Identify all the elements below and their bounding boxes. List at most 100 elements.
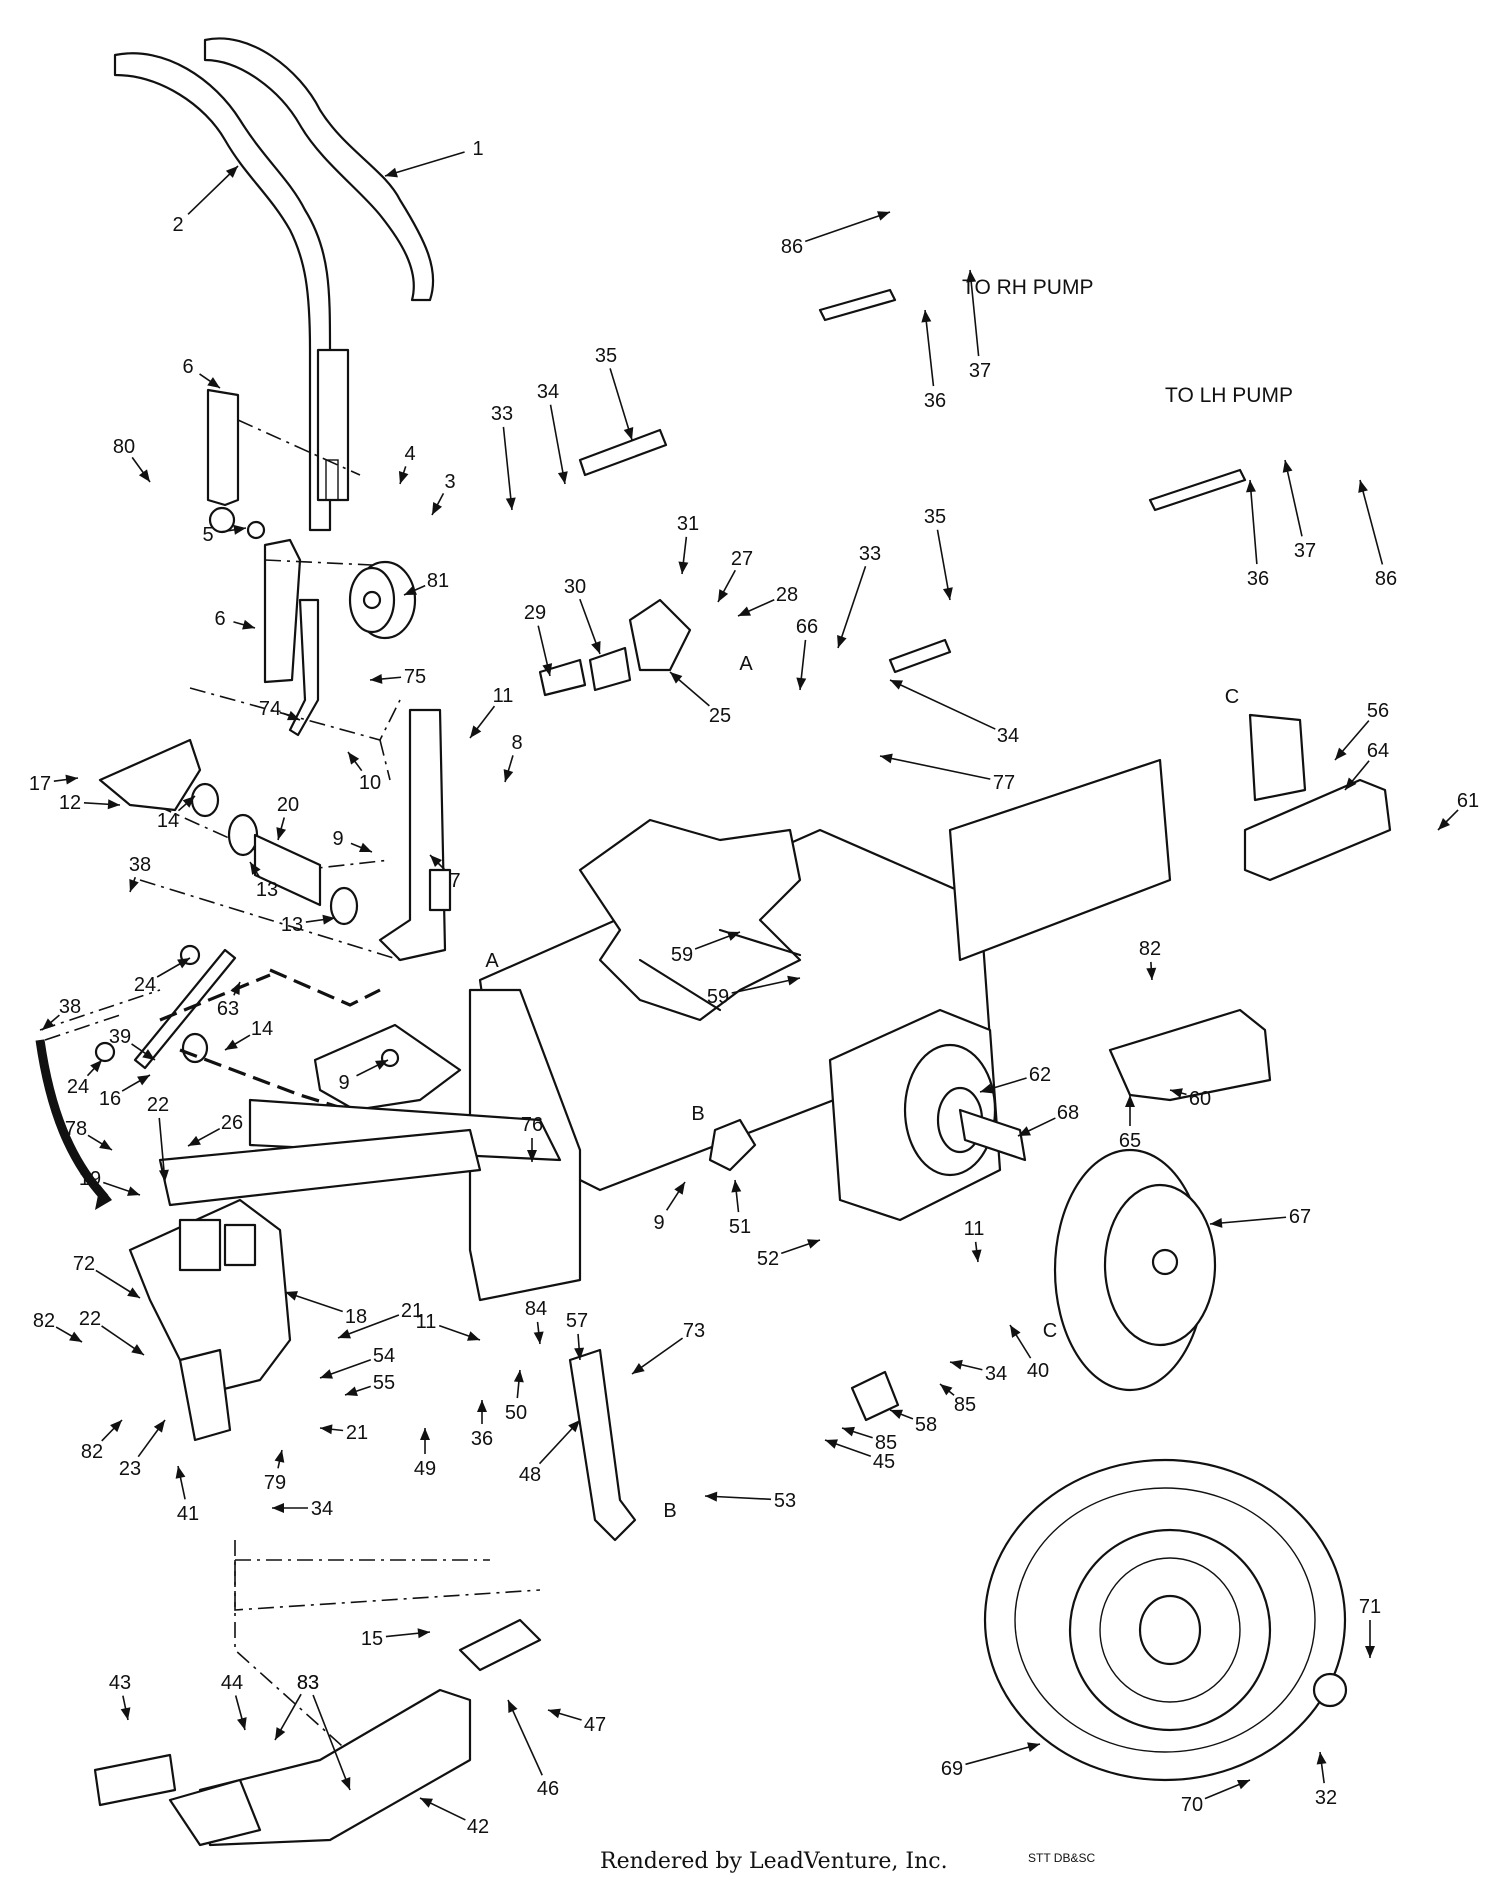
- leader-arrowhead: [1027, 1742, 1040, 1752]
- leader-arrowhead: [175, 1466, 186, 1479]
- leader-arrowhead: [940, 1384, 953, 1396]
- callout-number: 11: [416, 1311, 437, 1333]
- leader-line: [384, 151, 465, 177]
- callout-number: 27: [731, 548, 753, 570]
- callout-number: 73: [683, 1320, 705, 1342]
- callout-40: 40: [1009, 1324, 1049, 1382]
- leader-arrowhead: [188, 1135, 201, 1146]
- leader-line: [879, 755, 991, 780]
- callout-55: 55: [344, 1372, 395, 1396]
- leader-line: [312, 1694, 351, 1791]
- leader-line: [804, 211, 891, 243]
- leader-arrowhead: [340, 1777, 351, 1790]
- leader-arrowhead: [796, 677, 807, 690]
- leader-line: [549, 404, 566, 485]
- callout-number: 22: [147, 1094, 169, 1116]
- leader-arrowhead: [320, 1369, 333, 1379]
- callout-number: 39: [109, 1026, 131, 1048]
- leader-arrowhead: [568, 1420, 580, 1433]
- callout-number: 25: [709, 705, 731, 727]
- callout-number: 34: [537, 381, 559, 403]
- brake-plate-51-icon: [708, 1118, 757, 1172]
- leader-arrowhead: [1237, 1779, 1250, 1790]
- tube-20-icon: [253, 833, 322, 907]
- callout-number: 17: [29, 773, 51, 795]
- callout-63: 63: [217, 981, 241, 1020]
- callout-number: 18: [345, 1306, 367, 1328]
- callout-number: 9: [332, 828, 343, 850]
- illustration: [35, 37, 1392, 1847]
- right-frame-plate-icon: [948, 758, 1172, 962]
- callout-14: 14: [157, 795, 196, 832]
- leader-arrowhead: [237, 1717, 247, 1730]
- callout-57: 57: [566, 1310, 588, 1361]
- callout-9: 9: [653, 1181, 686, 1234]
- leader-arrowhead: [398, 471, 409, 484]
- leader-arrowhead: [787, 975, 800, 986]
- callout-81: 81: [403, 570, 449, 596]
- leader-arrowhead: [42, 1018, 55, 1030]
- callout-35: 35: [595, 345, 634, 441]
- callout-69: 69: [941, 1742, 1041, 1780]
- callout-49: 49: [414, 1428, 436, 1480]
- leader-arrowhead: [142, 1049, 155, 1060]
- callout-number: 30: [564, 576, 586, 598]
- leader-line: [969, 269, 980, 357]
- callout-number: 74: [259, 698, 281, 720]
- callout-number: 59: [707, 986, 729, 1008]
- note-to-lh-pump: TO LH PUMP: [1165, 384, 1293, 407]
- callout-number: 80: [113, 436, 135, 458]
- callout-number: 33: [859, 543, 881, 565]
- callout-number: 52: [757, 1248, 779, 1270]
- callout-14: 14: [224, 1018, 273, 1051]
- callout-number: 55: [373, 1372, 395, 1394]
- leader-arrowhead: [276, 827, 287, 840]
- leader-arrowhead: [138, 469, 150, 482]
- callout-37: 37: [966, 269, 991, 382]
- leader-arrowhead: [1210, 1217, 1223, 1228]
- callout-84: 84: [525, 1298, 547, 1345]
- callout-5: 5: [202, 524, 247, 546]
- callout-number: 56: [1367, 700, 1389, 722]
- callout-19: 19: [79, 1168, 141, 1196]
- callout-number: 29: [524, 602, 546, 624]
- callout-number: 78: [65, 1118, 87, 1140]
- callout-number: 16: [99, 1088, 121, 1110]
- callout-64: 64: [1344, 740, 1389, 791]
- leader-arrowhead: [230, 982, 240, 995]
- leader-arrowhead: [225, 166, 238, 178]
- leader-arrowhead: [275, 1727, 286, 1740]
- leader-arrowhead: [477, 1400, 487, 1412]
- callout-number: 35: [924, 506, 946, 528]
- callout-62: 62: [979, 1064, 1051, 1094]
- callout-number: 33: [491, 403, 513, 425]
- leader-arrowhead: [842, 1426, 855, 1437]
- callout-number: 83: [297, 1672, 319, 1694]
- leader-arrowhead: [285, 1291, 298, 1301]
- leader-arrowhead: [69, 1331, 82, 1342]
- callout-number: 24: [134, 974, 156, 996]
- callout-number: 49: [414, 1458, 436, 1480]
- callout-16: 16: [99, 1074, 151, 1110]
- callout-number: 19: [79, 1168, 101, 1190]
- leader-line: [1209, 1216, 1287, 1225]
- callout-24: 24: [134, 957, 191, 996]
- leader-arrowhead: [120, 1707, 131, 1720]
- callout-46: 46: [507, 1699, 559, 1800]
- callout-number: 84: [525, 1298, 547, 1320]
- gear-washer-icon: [208, 506, 236, 534]
- callout-number: 9: [338, 1072, 349, 1094]
- callout-number: 72: [73, 1253, 95, 1275]
- callout-21: 21: [319, 1422, 368, 1444]
- rendered-by-footer: Rendered by LeadVenture, Inc.: [600, 1849, 948, 1874]
- callout-83: 83: [297, 1672, 351, 1791]
- leader-line: [965, 1743, 1041, 1766]
- leader-arrowhead: [158, 1169, 169, 1182]
- leader-arrowhead: [287, 710, 300, 721]
- callout-number: 81: [427, 570, 449, 592]
- callout-number: 63: [217, 998, 239, 1020]
- callout-15: 15: [361, 1628, 431, 1650]
- leader-line: [1284, 459, 1303, 537]
- reference-letter-A: A: [485, 950, 499, 972]
